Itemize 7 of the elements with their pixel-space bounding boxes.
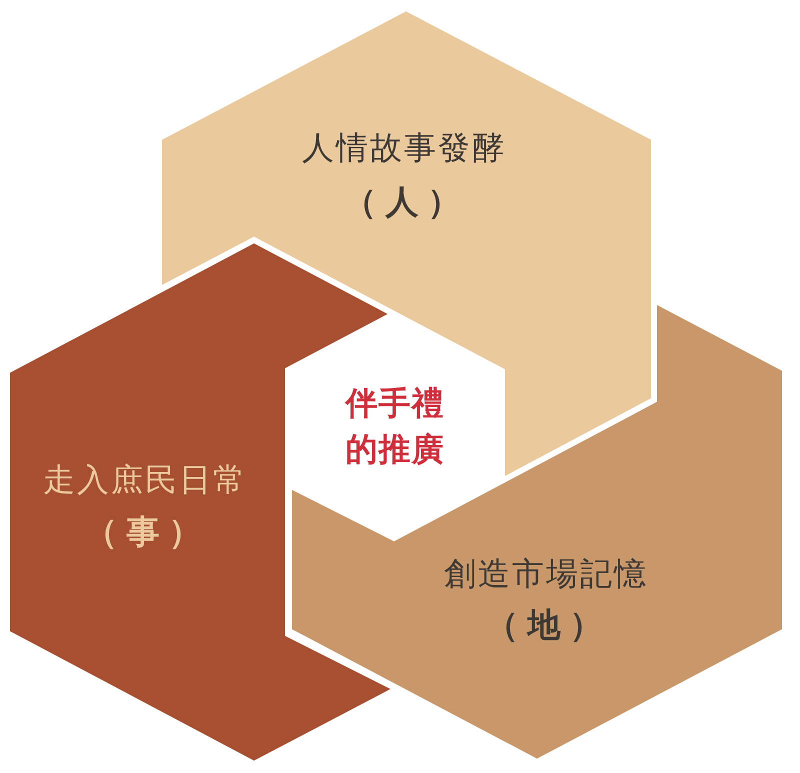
panel-heading: 人情故事發酵	[301, 130, 506, 166]
panel-heading: 走入庶民日常	[42, 462, 247, 498]
panel-tag: （事）	[76, 513, 210, 551]
panel-tag: （地）	[476, 606, 612, 644]
center-heading: 伴手禮的推廣	[344, 383, 446, 470]
panel-tag: （人）	[334, 183, 470, 221]
panel-heading: 創造市場記憶	[443, 556, 648, 592]
